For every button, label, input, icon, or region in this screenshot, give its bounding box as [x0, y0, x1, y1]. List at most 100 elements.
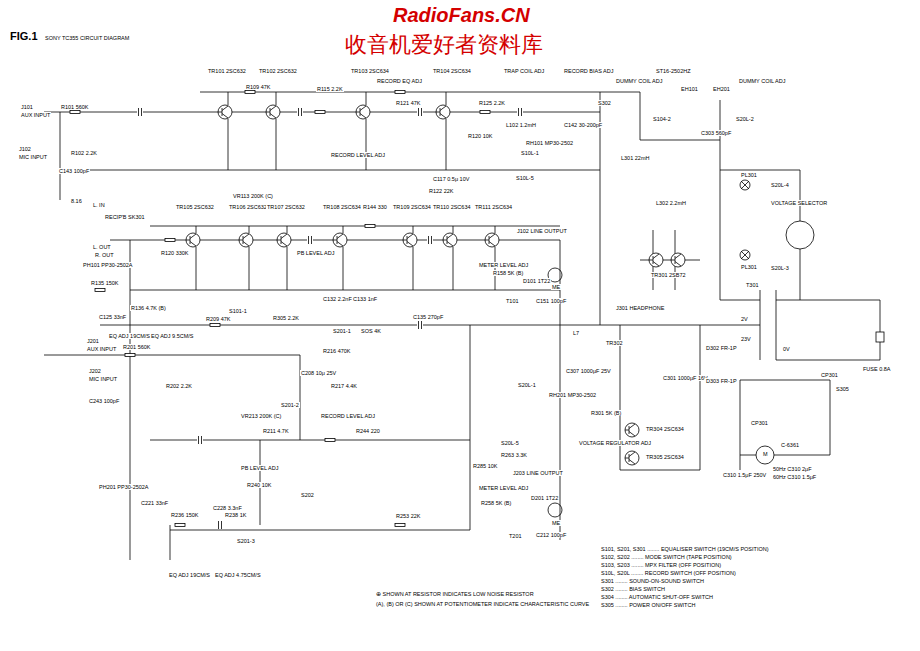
component-label: TR302	[605, 340, 624, 346]
component-label: J203 LINE OUTPUT	[512, 470, 564, 476]
component-label: TR111 2SC634	[474, 204, 513, 210]
component-label: PH101 PP30-2502A	[82, 262, 134, 268]
component-label: C132 2.2nF	[322, 296, 353, 302]
component-label: 23V	[740, 336, 752, 342]
component-label: S20L-3	[770, 265, 790, 271]
component-label: AUX INPUT	[20, 112, 51, 118]
component-label: R305 2.2K	[272, 315, 300, 321]
component-label: TR305 2SC634	[645, 454, 685, 460]
component-label: C143 100pF	[58, 168, 90, 174]
component-label: 0V	[782, 346, 791, 352]
component-label: TR103 2SC634	[350, 68, 390, 74]
component-label: ST16-2502HZ	[655, 68, 692, 74]
component-label: CP301	[820, 372, 839, 378]
component-label: TR109 2SC634	[392, 204, 432, 210]
component-label: D302 FR-1P	[705, 345, 738, 351]
component-label: TR304 2SC634	[645, 426, 685, 432]
component-label: SOS 4K	[360, 328, 382, 334]
component-label: T201	[508, 533, 523, 539]
component-label: PL301	[740, 172, 758, 178]
component-label: TR102 2SC632	[258, 68, 298, 74]
component-label: S302	[597, 100, 612, 106]
component-label: RECIP'B SK301	[104, 214, 146, 220]
component-label: S202	[300, 492, 315, 498]
component-label: 60Hz C310 1.5μF	[772, 474, 817, 480]
component-label: S10L-5	[515, 175, 535, 181]
component-label: C208 10μ 25V	[300, 370, 337, 376]
component-label: S20L-4	[770, 182, 790, 188]
component-label: TRAP COIL ADJ	[503, 68, 545, 74]
component-label: R244 220	[355, 428, 381, 434]
component-label: R121 47K	[395, 100, 421, 106]
component-label: L. OUT	[92, 244, 112, 250]
component-label: R102 2.2K	[70, 150, 98, 156]
component-label: S201-3	[236, 538, 256, 544]
component-label: ⊕ SHOWN AT RESISTOR INDICATES LOW NOISE …	[375, 591, 535, 597]
component-label: TR105 2SC632	[175, 204, 215, 210]
component-label: 2V	[740, 316, 749, 322]
component-label: SONY TC355 CIRCUIT DIAGRAM	[44, 35, 130, 41]
component-label: 50Hz C310 2μF	[772, 466, 813, 472]
component-label: R301 5K (B)	[590, 410, 622, 416]
component-label: R158 5K (B)	[492, 270, 524, 276]
component-label: RH101 MP30-2502	[525, 140, 574, 146]
component-label: J202	[88, 368, 102, 374]
component-label: TR110 2SC634	[432, 204, 472, 210]
component-label: S102, S202 ........ MODE SWITCH (TAPE PO…	[600, 554, 733, 560]
component-label: C125 33nF	[98, 314, 127, 320]
component-label: PB LEVEL ADJ	[296, 250, 335, 256]
component-label: J301 HEADPHONE	[615, 305, 665, 311]
component-label: R258 5K (B)	[480, 500, 512, 506]
component-label: R120 330K	[160, 250, 190, 256]
component-label: R209 47K	[205, 316, 231, 322]
component-label: L302 2.2mH	[655, 200, 687, 206]
component-label: S305	[835, 386, 850, 392]
component-label: TR104 2SC634	[432, 68, 472, 74]
component-label: R201 560K	[122, 344, 152, 350]
component-label: S101-1	[228, 308, 248, 314]
component-label: S20L-1	[517, 382, 537, 388]
component-label: S304 ........ AUTOMATIC SHUT-OFF SWITCH	[600, 594, 714, 600]
resistor-symbols	[70, 91, 490, 527]
component-label: L301 22mH	[620, 155, 650, 161]
component-label: ME	[551, 520, 561, 526]
component-label: S201-1	[332, 328, 352, 334]
watermark: 收音机爱好者资料库	[345, 30, 543, 60]
component-label: C303 560pF	[700, 130, 732, 136]
component-label: R125 2.2K	[478, 100, 506, 106]
component-label: R136 4.7K (B)	[130, 305, 167, 311]
watermark: RadioFans.CN	[393, 4, 530, 27]
component-label: EH201	[712, 86, 731, 92]
component-label: R285 10K	[472, 463, 498, 469]
capacitor-symbols	[137, 108, 523, 529]
component-label: S10L, S20L ........ RECORD SWITCH (OFF P…	[600, 570, 737, 576]
wire	[44, 92, 884, 560]
component-label: PH201 PP30-2502A	[98, 484, 150, 490]
component-label: L. IN	[92, 202, 106, 208]
component-label: TR301 2SB72	[650, 272, 687, 278]
component-label: PL301	[740, 264, 758, 270]
component-label: C-6361	[780, 442, 800, 448]
component-label: AUX INPUT	[86, 346, 117, 352]
component-label: C310 1.5μF 250V	[722, 472, 767, 478]
component-label: R236 150K	[170, 512, 200, 518]
component-label: S10L-1	[520, 150, 540, 156]
component-label: R144 330	[362, 204, 388, 210]
component-label: MIC INPUT	[88, 376, 118, 382]
component-label: S103, S203 ........ MPX FILTER (OFF POSI…	[600, 562, 722, 568]
component-label: EQ ADJ 4.75CM/S	[214, 572, 262, 578]
component-label: VR213 200K (C)	[240, 413, 282, 419]
component-label: EQ ADJ 19CM/S	[108, 333, 151, 339]
component-label: C301 1000μF 16V	[662, 375, 709, 381]
component-label: S305 ........ POWER ON/OFF SWITCH	[600, 602, 696, 608]
component-label: R211 4.7K	[262, 428, 290, 434]
component-label: C243 100pF	[88, 398, 120, 404]
component-label: R217 4.4K	[330, 383, 358, 389]
component-label: D201 1T22	[530, 495, 559, 501]
component-label: R263 3.3K	[500, 452, 528, 458]
transistor-symbols	[186, 105, 685, 465]
component-label: 8.16	[70, 198, 83, 204]
component-label: (A), (B) OR (C) SHOWN AT POTENTIOMETER I…	[375, 601, 590, 607]
component-label: TR108 2SC634	[322, 204, 362, 210]
